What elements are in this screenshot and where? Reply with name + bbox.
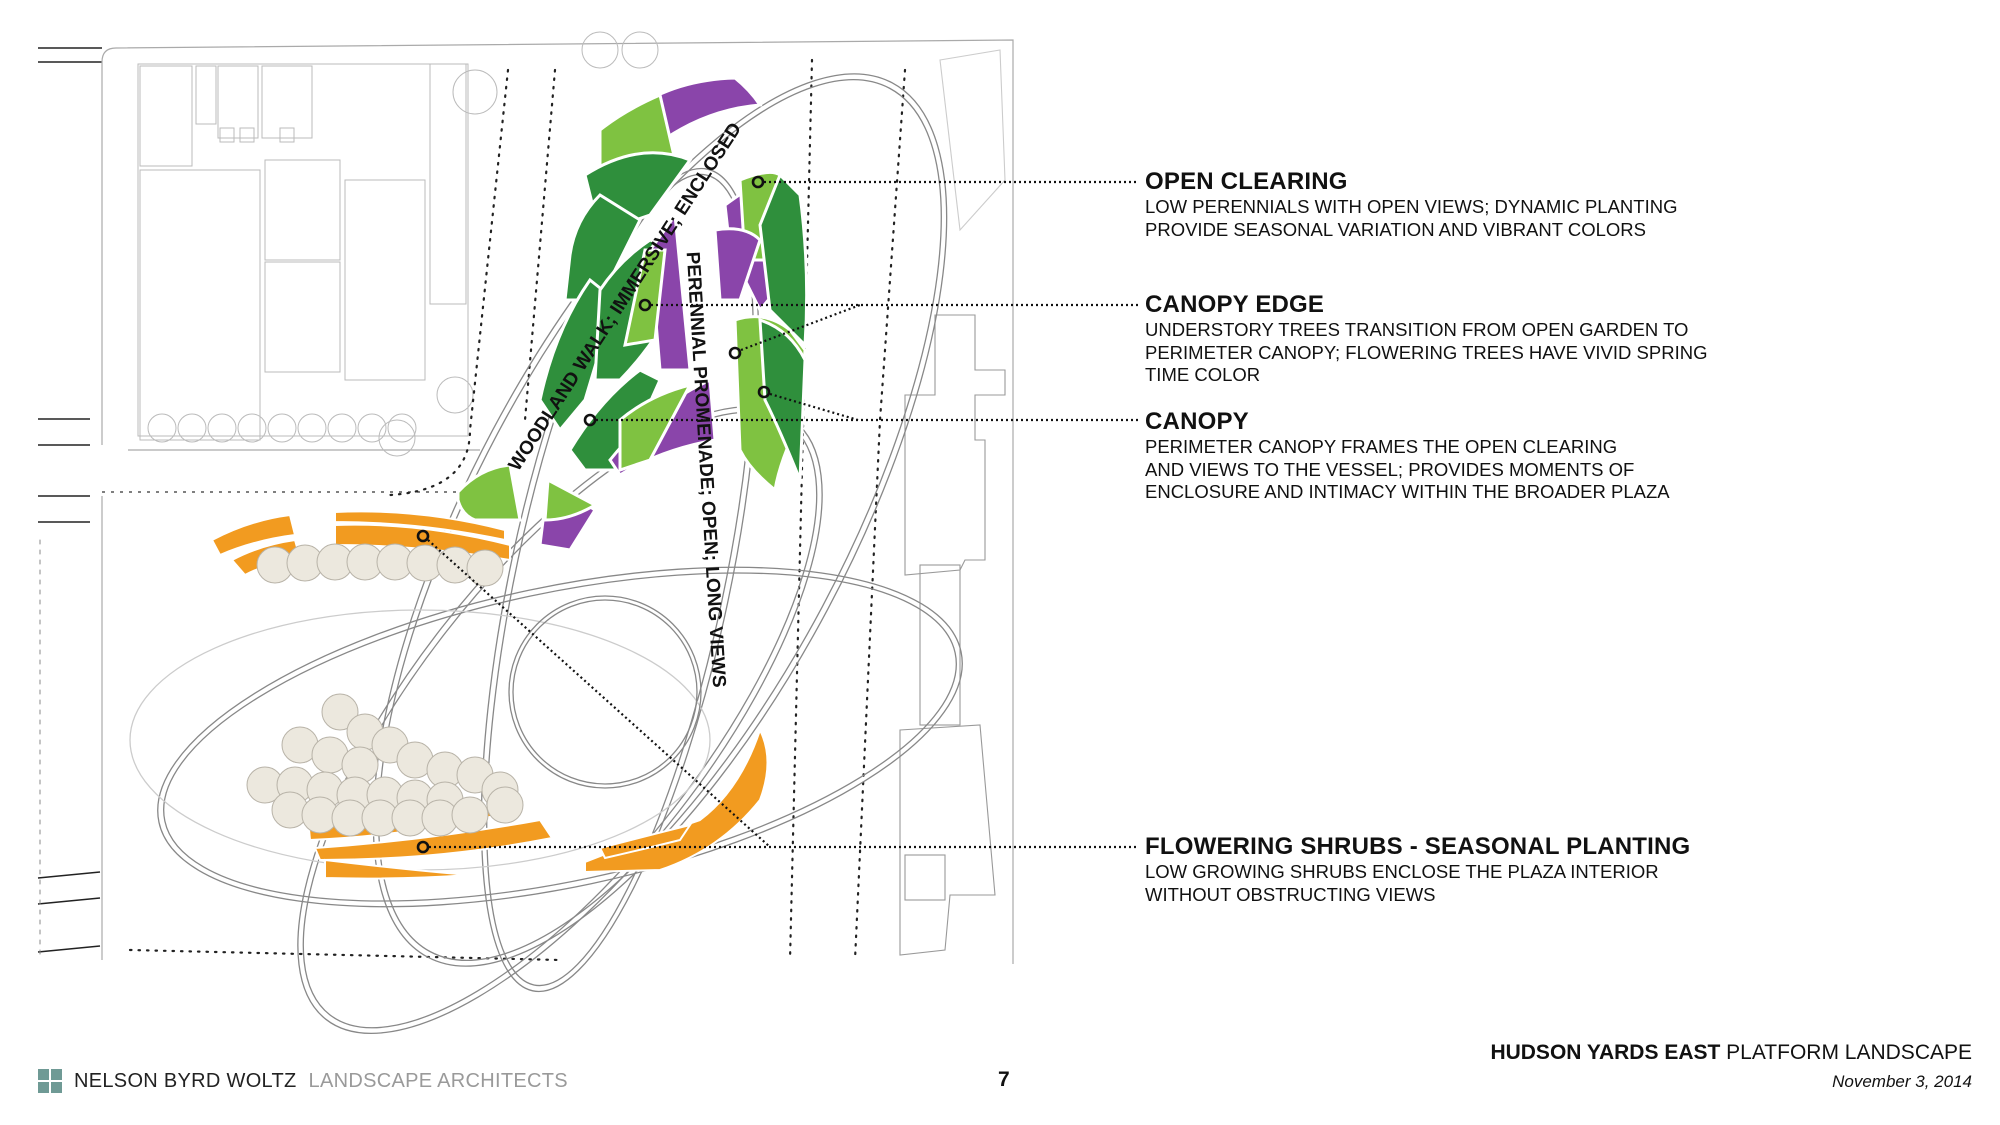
open-clearing-planting xyxy=(456,76,809,552)
legend-body: PERIMETER CANOPY FRAMES THE OPEN CLEARIN… xyxy=(1145,436,1670,502)
document-date: November 3, 2014 xyxy=(1832,1072,1972,1091)
street-lines xyxy=(37,47,102,953)
perennial-promenade-label: PERENNIAL PROMENADE; OPEN; LONG VIEWS xyxy=(682,251,730,688)
legend-canopy-edge: CANOPY EDGE UNDERSTORY TREES TRANSITION … xyxy=(1145,291,1707,387)
legend-title: CANOPY xyxy=(1145,408,1249,435)
firm-name: NELSON BYRD WOLTZ xyxy=(74,1069,297,1092)
page-number: 7 xyxy=(998,1068,1010,1091)
legend-body: LOW PERENNIALS WITH OPEN VIEWS; DYNAMIC … xyxy=(1145,196,1678,240)
firm-subtitle: LANDSCAPE ARCHITECTS xyxy=(308,1069,568,1092)
leader-lines xyxy=(427,180,1138,849)
leader-flowering-shrubs-2 xyxy=(427,539,771,848)
leader-canopy-2 xyxy=(769,392,859,422)
firm-brand: NELSON BYRD WOLTZ LANDSCAPE ARCHITECTS xyxy=(38,1068,568,1094)
buildings-west xyxy=(137,63,469,441)
buildings-east xyxy=(899,49,1006,956)
firm-logo-icon xyxy=(38,1069,62,1093)
legend-open-clearing: OPEN CLEARING LOW PERENNIALS WITH OPEN V… xyxy=(1145,168,1677,241)
legend-title: CANOPY EDGE xyxy=(1145,291,1325,318)
legend-title: FLOWERING SHRUBS - SEASONAL PLANTING xyxy=(1145,833,1691,860)
legend-title: OPEN CLEARING xyxy=(1145,168,1348,195)
tree-grove xyxy=(246,543,524,837)
project-title-bold: HUDSON YARDS EAST xyxy=(1490,1041,1721,1064)
legend-canopy: CANOPY PERIMETER CANOPY FRAMES THE OPEN … xyxy=(1145,408,1670,504)
project-title: HUDSON YARDS EAST PLATFORM LANDSCAPE xyxy=(1490,1041,1972,1065)
legend-body: UNDERSTORY TREES TRANSITION FROM OPEN GA… xyxy=(1145,319,1708,385)
project-title-rest: PLATFORM LANDSCAPE xyxy=(1726,1041,1972,1064)
leader-canopy-edge-2 xyxy=(740,303,861,352)
leader-markers xyxy=(416,175,771,854)
street-trees-west xyxy=(147,31,659,457)
legend-flowering-shrubs: FLOWERING SHRUBS - SEASONAL PLANTING LOW… xyxy=(1145,833,1690,906)
legend-body: LOW GROWING SHRUBS ENCLOSE THE PLAZA INT… xyxy=(1145,861,1659,905)
